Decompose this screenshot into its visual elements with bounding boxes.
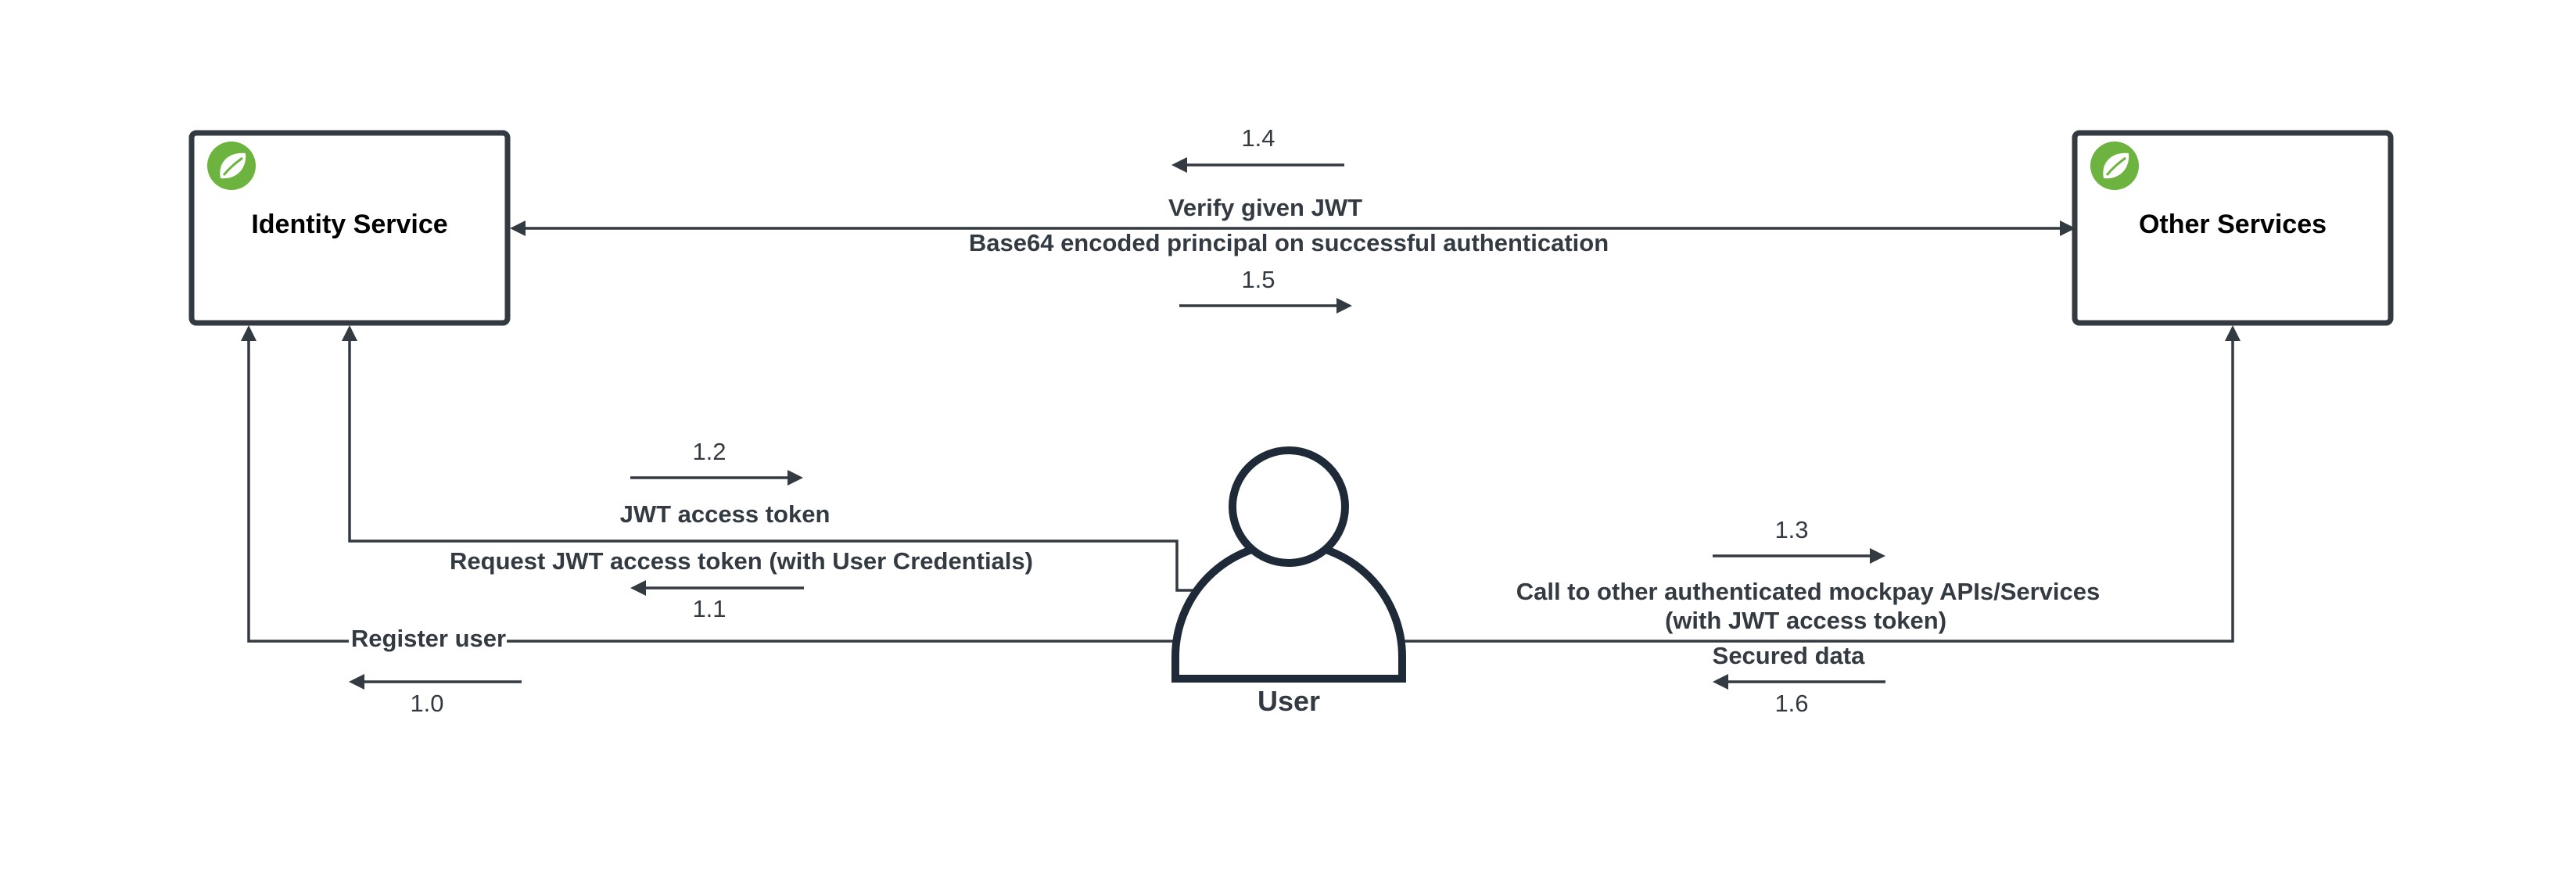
step-1-6: Secured data 1.6 [1705, 642, 1885, 717]
step-1-5-label: Base64 encoded principal on successful a… [969, 229, 1609, 256]
spring-leaf-icon [207, 142, 256, 190]
arrowhead-verify-left [510, 220, 526, 236]
connector-request-jwt [348, 336, 1204, 592]
user-node[interactable]: User [1171, 446, 1406, 717]
other-services-box [2072, 130, 2394, 326]
step-1-0: Register user 1.0 [349, 624, 522, 717]
other-services-label: Other Services [2139, 210, 2327, 239]
user-head [1229, 446, 1349, 567]
arrowhead-register-user [241, 325, 257, 341]
step-1-1-arrowhead [630, 580, 646, 596]
step-1-5: Base64 encoded principal on successful a… [965, 229, 1614, 314]
arrowhead-request-jwt [342, 325, 357, 341]
arrowhead-verify-right [2060, 220, 2076, 236]
step-1-0-number: 1.0 [410, 690, 443, 717]
step-1-0-label: Register user [351, 625, 506, 652]
step-1-3-arrowhead [1870, 548, 1885, 564]
arrowhead-call-services [2225, 325, 2241, 341]
identity-service-node[interactable]: Identity Service [188, 130, 511, 326]
other-services-node[interactable]: Other Services [2072, 130, 2394, 326]
step-1-2-number: 1.2 [692, 438, 726, 465]
step-1-4-label: Verify given JWT [1168, 194, 1362, 221]
spring-leaf-icon [2090, 142, 2139, 190]
connector-call-services [1400, 336, 2234, 643]
step-1-6-number: 1.6 [1774, 690, 1808, 717]
step-1-5-arrowhead [1336, 298, 1352, 314]
step-1-2-label: JWT access token [620, 500, 831, 528]
step-1-3-label-line2: (with JWT access token) [1665, 607, 1946, 634]
step-1-4: 1.4 Verify given JWT [1161, 124, 1369, 221]
connector-register-user [247, 336, 1177, 643]
identity-service-box [188, 130, 511, 326]
step-1-2-arrowhead [788, 470, 803, 486]
step-1-3: 1.3 Call to other authenticated mockpay … [1516, 516, 2101, 634]
user-label: User [1258, 685, 1320, 717]
step-1-5-number: 1.5 [1241, 266, 1275, 293]
step-1-3-number: 1.3 [1774, 516, 1808, 543]
step-1-6-label: Secured data [1713, 642, 1865, 669]
step-1-6-arrowhead [1713, 674, 1728, 690]
identity-service-label: Identity Service [251, 210, 447, 239]
step-1-4-arrowhead [1171, 157, 1187, 173]
step-1-1-number: 1.1 [692, 595, 726, 622]
user-person-icon [1171, 446, 1406, 683]
step-1-0-arrowhead [349, 674, 364, 690]
step-1-1-label: Request JWT access token (with User Cred… [450, 547, 1033, 575]
step-1-4-number: 1.4 [1241, 124, 1275, 152]
step-1-1: Request JWT access token (with User Cred… [450, 547, 1033, 622]
step-1-3-label-line1: Call to other authenticated mockpay APIs… [1516, 578, 2101, 605]
step-1-2: 1.2 JWT access token [620, 438, 831, 528]
